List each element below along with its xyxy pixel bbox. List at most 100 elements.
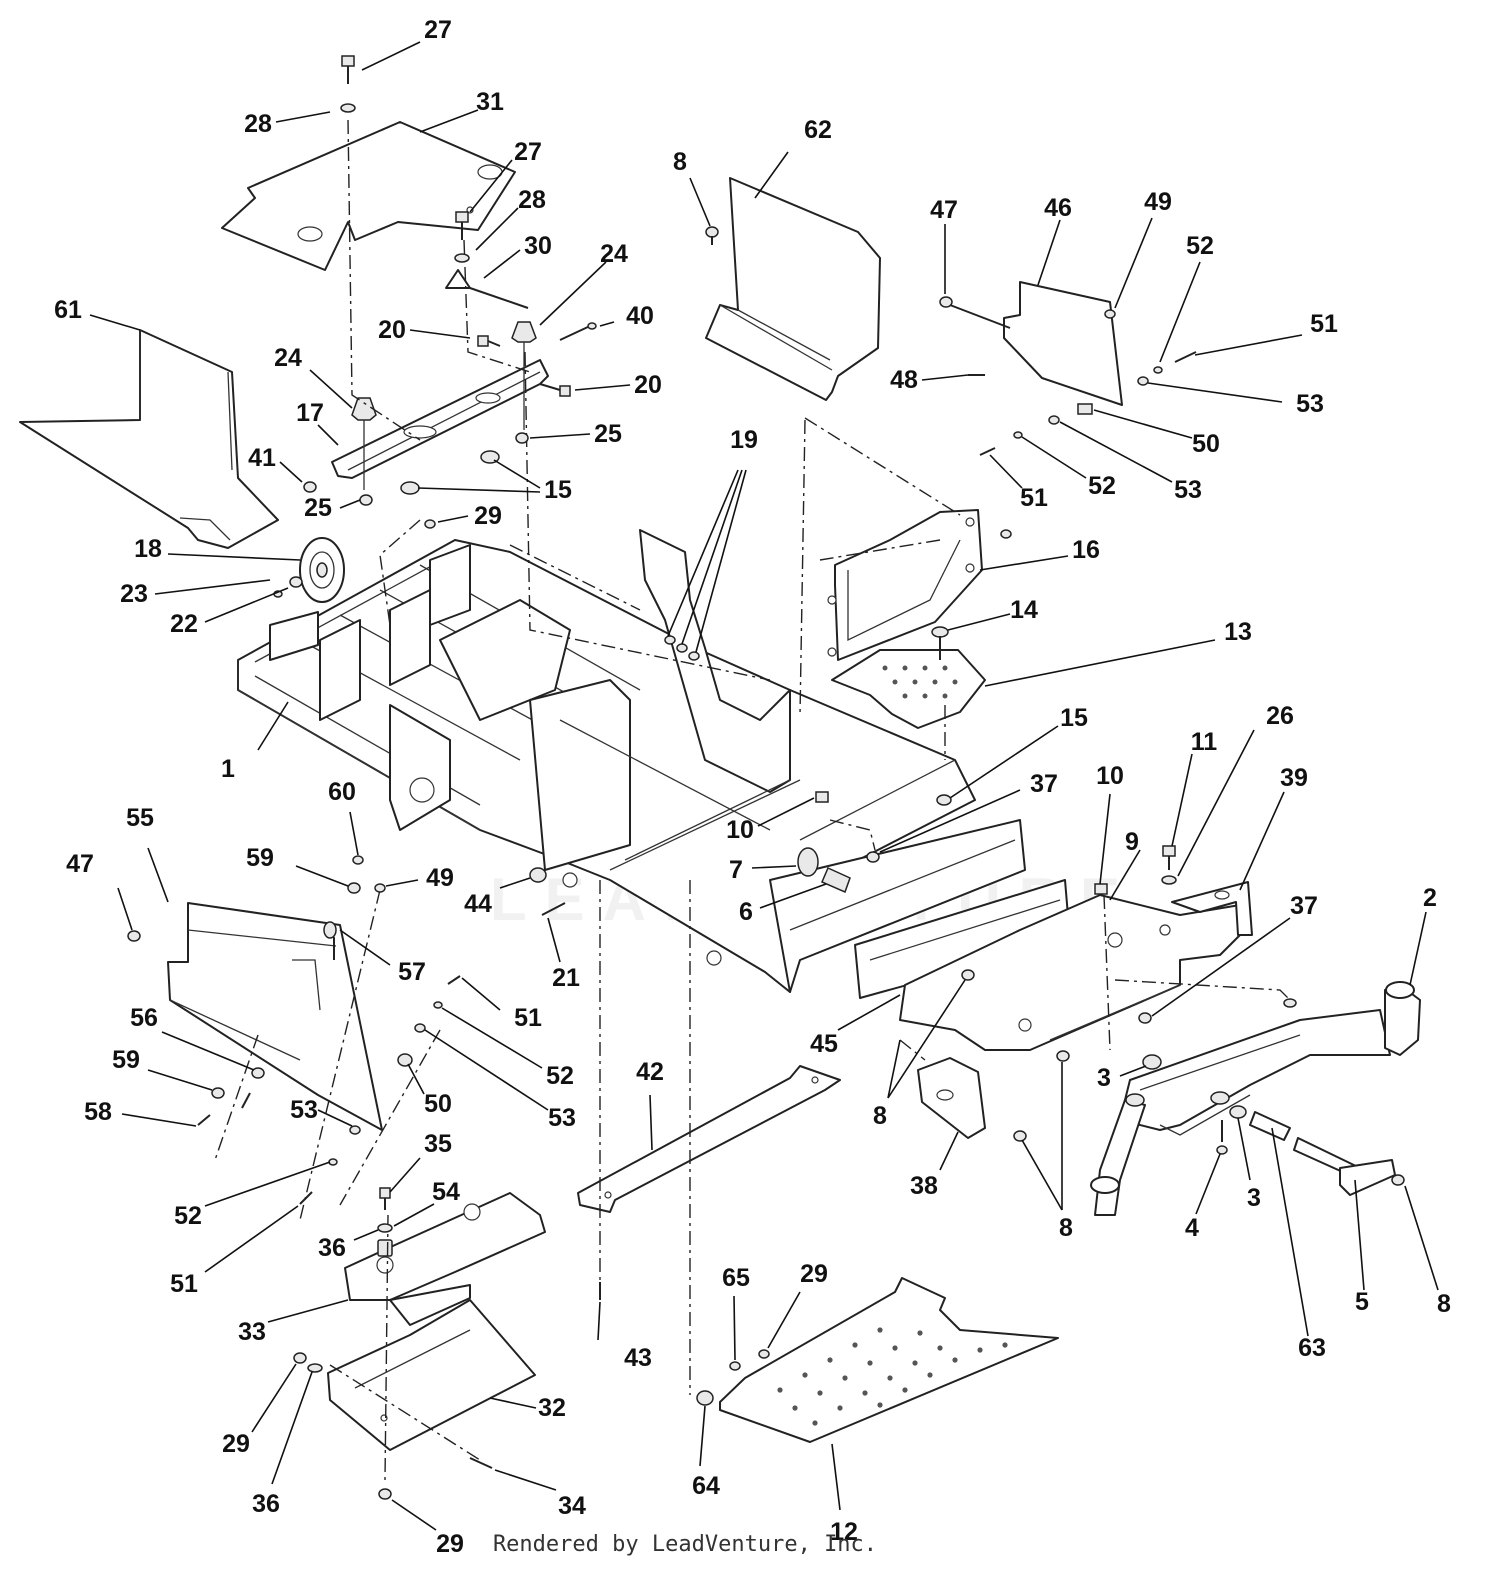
- part-13-step-plate: [831, 649, 986, 729]
- callout-4: 4: [1185, 1214, 1199, 1242]
- callout-10: 10: [1096, 762, 1124, 790]
- part-9-plate: [899, 894, 1251, 1051]
- callout-19: 19: [730, 426, 758, 454]
- callout-61: 61: [54, 296, 82, 324]
- callout-55: 55: [126, 804, 154, 832]
- part-31-cover-plate: [221, 121, 516, 271]
- callout-58: 58: [84, 1098, 112, 1126]
- callout-29: 29: [222, 1430, 250, 1458]
- callout-3: 3: [1247, 1184, 1261, 1212]
- part-18-pulley: [299, 537, 345, 603]
- callout-40: 40: [626, 302, 654, 330]
- callout-37: 37: [1290, 892, 1318, 920]
- callout-22: 22: [170, 610, 198, 638]
- callout-52: 52: [174, 1202, 202, 1230]
- part-61-left-shield: [19, 329, 279, 549]
- callout-60: 60: [328, 778, 356, 806]
- callout-29: 29: [800, 1260, 828, 1288]
- callout-13: 13: [1224, 618, 1252, 646]
- callout-54: 54: [432, 1178, 460, 1206]
- callout-45: 45: [810, 1030, 838, 1058]
- callout-48: 48: [890, 366, 918, 394]
- callout-17: 17: [296, 399, 324, 427]
- callout-7: 7: [729, 856, 743, 884]
- callout-53: 53: [1174, 476, 1202, 504]
- leader-lines: [89, 41, 1439, 1531]
- callout-49: 49: [426, 864, 454, 892]
- callout-28: 28: [518, 186, 546, 214]
- callout-29: 29: [436, 1530, 464, 1558]
- callout-32: 32: [538, 1394, 566, 1422]
- callout-38: 38: [910, 1172, 938, 1200]
- callout-62: 62: [804, 116, 832, 144]
- callout-47: 47: [66, 850, 94, 878]
- callout-39: 39: [1280, 764, 1308, 792]
- callout-36: 36: [252, 1490, 280, 1518]
- callout-51: 51: [1020, 484, 1048, 512]
- callout-3: 3: [1097, 1064, 1111, 1092]
- callout-35: 35: [424, 1130, 452, 1158]
- callout-52: 52: [546, 1062, 574, 1090]
- callout-36: 36: [318, 1234, 346, 1262]
- callout-51: 51: [1310, 310, 1338, 338]
- callout-10: 10: [726, 816, 754, 844]
- part-12-footrest-plate: [719, 1277, 1059, 1443]
- callout-24: 24: [274, 344, 302, 372]
- part-16-bracket: [827, 509, 983, 661]
- callout-20: 20: [634, 371, 662, 399]
- callout-25: 25: [304, 494, 332, 522]
- callout-27: 27: [514, 138, 542, 166]
- callout-65: 65: [722, 1264, 750, 1292]
- callout-8: 8: [1437, 1290, 1451, 1318]
- part-62-rear-shield: [705, 177, 881, 401]
- callout-43: 43: [624, 1344, 652, 1372]
- part-17-cross-bracket: [331, 359, 549, 479]
- part-39-bracket: [1171, 881, 1253, 936]
- callout-34: 34: [558, 1492, 586, 1520]
- callout-28: 28: [244, 110, 272, 138]
- callout-63: 63: [1298, 1334, 1326, 1362]
- callout-53: 53: [548, 1104, 576, 1132]
- callout-46: 46: [1044, 194, 1072, 222]
- callout-52: 52: [1186, 232, 1214, 260]
- part-33-seat-mount: [344, 1192, 546, 1326]
- callout-59: 59: [112, 1046, 140, 1074]
- callout-31: 31: [476, 88, 504, 116]
- callout-15: 15: [1060, 704, 1088, 732]
- callout-8: 8: [1059, 1214, 1073, 1242]
- callout-33: 33: [238, 1318, 266, 1346]
- part-1-main-frame: [237, 529, 1071, 999]
- callout-51: 51: [514, 1004, 542, 1032]
- hardware: [127, 55, 1405, 1500]
- callout-51: 51: [170, 1270, 198, 1298]
- callout-59: 59: [246, 844, 274, 872]
- callout-5: 5: [1355, 1288, 1369, 1316]
- rendered-by-footer: Rendered by LeadVenture, Inc.: [492, 1532, 878, 1557]
- callout-23: 23: [120, 580, 148, 608]
- callout-42: 42: [636, 1058, 664, 1086]
- callout-24: 24: [600, 240, 628, 268]
- callout-8: 8: [673, 148, 687, 176]
- callout-56: 56: [130, 1004, 158, 1032]
- callout-9: 9: [1125, 828, 1139, 856]
- callout-14: 14: [1010, 596, 1038, 624]
- callout-52: 52: [1088, 472, 1116, 500]
- callout-49: 49: [1144, 188, 1172, 216]
- callout-29: 29: [474, 502, 502, 530]
- part-42-strap: [577, 1065, 841, 1213]
- callout-8: 8: [873, 1102, 887, 1130]
- callout-30: 30: [524, 232, 552, 260]
- callout-27: 27: [424, 16, 452, 44]
- part-32-seat-bracket: [327, 1299, 536, 1451]
- part-6-7-bushings: [797, 847, 851, 894]
- callout-2: 2: [1423, 884, 1437, 912]
- part-55-left-panel: [167, 902, 383, 1131]
- callout-47: 47: [930, 196, 958, 224]
- callout-21: 21: [552, 964, 580, 992]
- callout-50: 50: [424, 1090, 452, 1118]
- callout-64: 64: [692, 1472, 720, 1500]
- callout-12: 12: [830, 1518, 858, 1546]
- part-46-panel: [1003, 281, 1123, 406]
- callout-44: 44: [464, 890, 492, 918]
